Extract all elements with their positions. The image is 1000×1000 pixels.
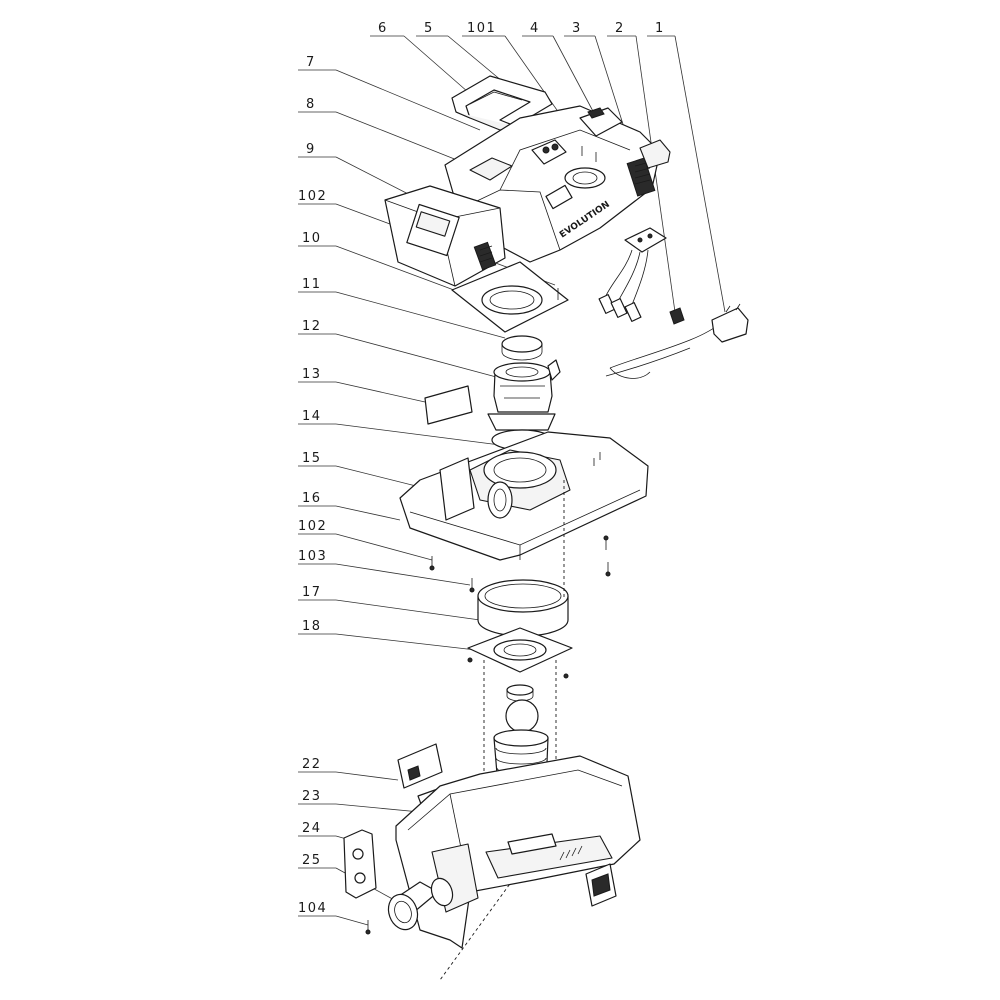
callout-12: 12 (302, 319, 322, 334)
dust-tank (395, 755, 641, 949)
part-4-switch (531, 107, 623, 165)
callout-23: 23 (302, 789, 322, 804)
callout-25: 25 (302, 853, 322, 868)
part-104-screw (365, 920, 371, 935)
callout-4: 4 (530, 21, 540, 36)
top-callouts: 6 5 101 4 3 2 1 (370, 21, 726, 313)
callout-1: 1 (655, 21, 665, 36)
callout-13: 13 (302, 367, 322, 382)
part-2-circuit-board (598, 227, 685, 325)
part-101-screws-top (581, 146, 597, 162)
part-17-cylinder-ring (477, 579, 569, 637)
callout-101: 101 (467, 21, 496, 36)
part-9-control-housing (384, 185, 506, 287)
callout-103: 103 (298, 549, 327, 564)
callout-6: 6 (378, 21, 388, 36)
part-1-power-cord-plug (605, 303, 749, 379)
callout-9: 9 (306, 142, 316, 157)
part-18-filter-flange (467, 627, 573, 679)
callout-104: 104 (298, 901, 327, 916)
part-11-gasket (501, 335, 543, 361)
part-3-end-cap (639, 139, 671, 169)
part-24-clamp-bracket (343, 829, 377, 899)
inlet-port (387, 877, 454, 931)
callout-10: 10 (302, 231, 322, 246)
callout-15: 15 (302, 451, 322, 466)
part-13-filter-pad (424, 385, 473, 425)
callout-7: 7 (306, 55, 316, 70)
callout-2: 2 (615, 21, 625, 36)
callout-18: 18 (302, 619, 322, 634)
part-10-motor-plate (451, 261, 569, 333)
callout-102-top: 102 (298, 189, 327, 204)
callout-11: 11 (302, 277, 322, 292)
left-callouts: 7 8 9 102 10 11 12 13 14 15 16 102 (298, 55, 556, 926)
callout-14: 14 (302, 409, 322, 424)
part-12-motor (487, 359, 561, 451)
callout-24: 24 (302, 821, 322, 836)
callout-8: 8 (306, 97, 316, 112)
callout-22: 22 (302, 757, 322, 772)
part-102-103-screws-mid (429, 452, 611, 593)
callout-102-mid: 102 (298, 519, 327, 534)
part-22-latch (397, 743, 443, 789)
callout-5: 5 (424, 21, 434, 36)
part-16-base-tray (399, 431, 649, 561)
callout-17: 17 (302, 585, 322, 600)
callout-3: 3 (572, 21, 582, 36)
callout-16: 16 (302, 491, 322, 506)
